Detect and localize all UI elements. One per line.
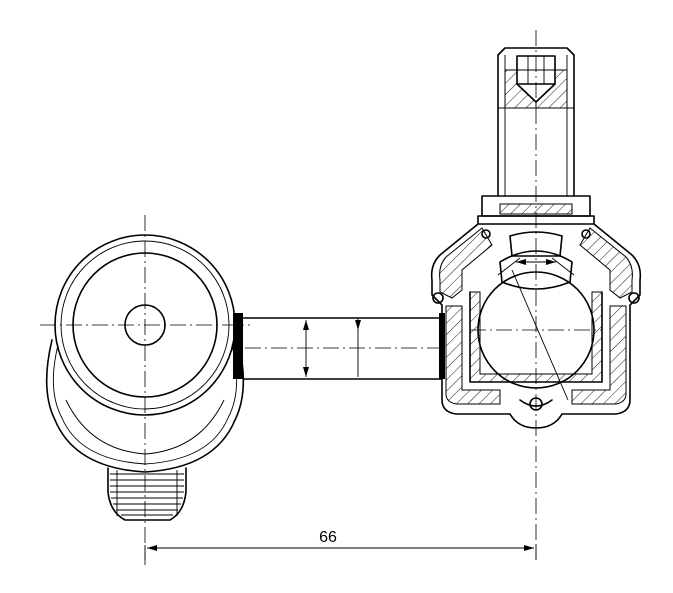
dimension-value: 66 bbox=[319, 529, 337, 546]
connecting-rod bbox=[242, 313, 445, 380]
left-threaded-stud bbox=[107, 467, 187, 521]
right-joint-section bbox=[430, 30, 642, 560]
dimension-66: 66 bbox=[144, 529, 537, 560]
right-boot bbox=[430, 223, 642, 321]
